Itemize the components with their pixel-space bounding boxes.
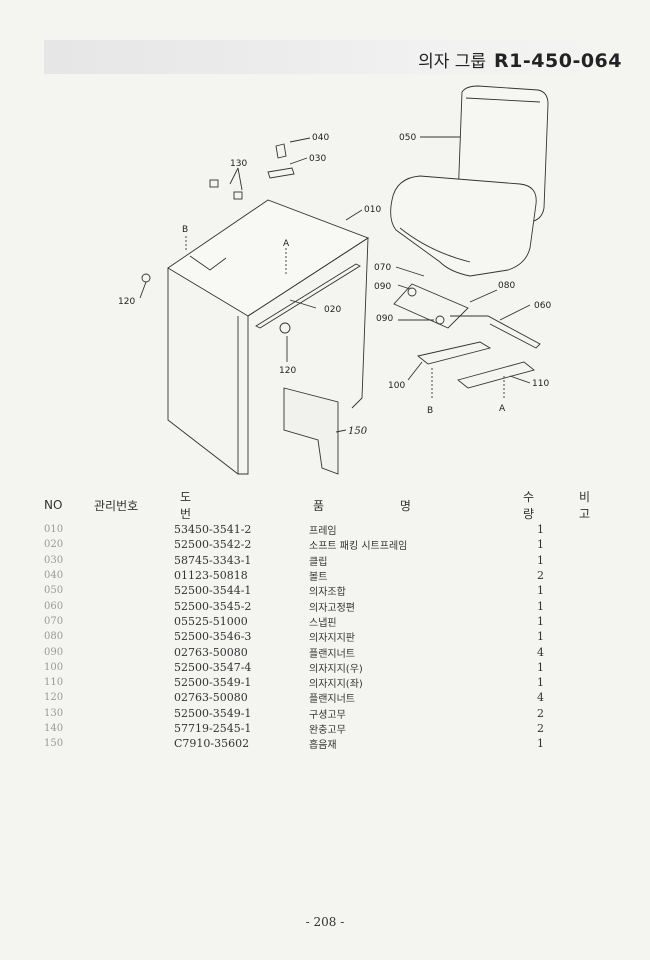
header-remarks: 비 고: [579, 490, 617, 521]
group-label: 의자 그룹: [418, 52, 487, 72]
callout-120-bottom: 120: [279, 366, 296, 376]
header-mgmt-no: 관리번호: [94, 498, 139, 513]
callout-110: 110: [532, 379, 549, 389]
callout-b-bottom: B: [427, 406, 433, 416]
callout-a-bottom: A: [499, 404, 506, 414]
callout-080: 080: [498, 281, 515, 291]
header-part-name: 품 명: [313, 498, 447, 513]
callout-060: 060: [534, 301, 551, 311]
page-number: - 208 -: [305, 915, 345, 929]
callout-130: 130: [230, 159, 247, 169]
callout-a-top: A: [283, 239, 290, 249]
callout-090-lower: 090: [376, 314, 393, 324]
page-title: 의자 그룹 R1-450-064: [418, 47, 622, 72]
exploded-parts-drawing: 040 030 130 050 010 B A 070 090 080 060 …: [118, 85, 551, 475]
callout-030: 030: [309, 154, 326, 164]
callout-070: 070: [374, 263, 391, 273]
callout-090-upper: 090: [374, 282, 391, 292]
callout-b-top: B: [182, 225, 188, 235]
callout-100: 100: [388, 381, 405, 391]
callout-040: 040: [312, 133, 329, 143]
callout-150: 150: [348, 426, 368, 437]
callout-010: 010: [364, 205, 381, 215]
callout-050: 050: [399, 133, 416, 143]
seat-cushion: [390, 175, 537, 277]
table-header-row: NO 관리번호 도 번 품 명 수 량 비 고: [44, 488, 604, 522]
header-band: [44, 40, 624, 74]
header-drawing-no: 도 번: [180, 490, 228, 521]
group-code: R1-450-064: [494, 50, 622, 72]
header-no: NO: [44, 498, 63, 512]
callout-020: 020: [324, 305, 341, 315]
callout-120-left: 120: [118, 297, 135, 307]
header-qty: 수 량: [523, 490, 557, 521]
sound-absorber: [283, 387, 339, 475]
